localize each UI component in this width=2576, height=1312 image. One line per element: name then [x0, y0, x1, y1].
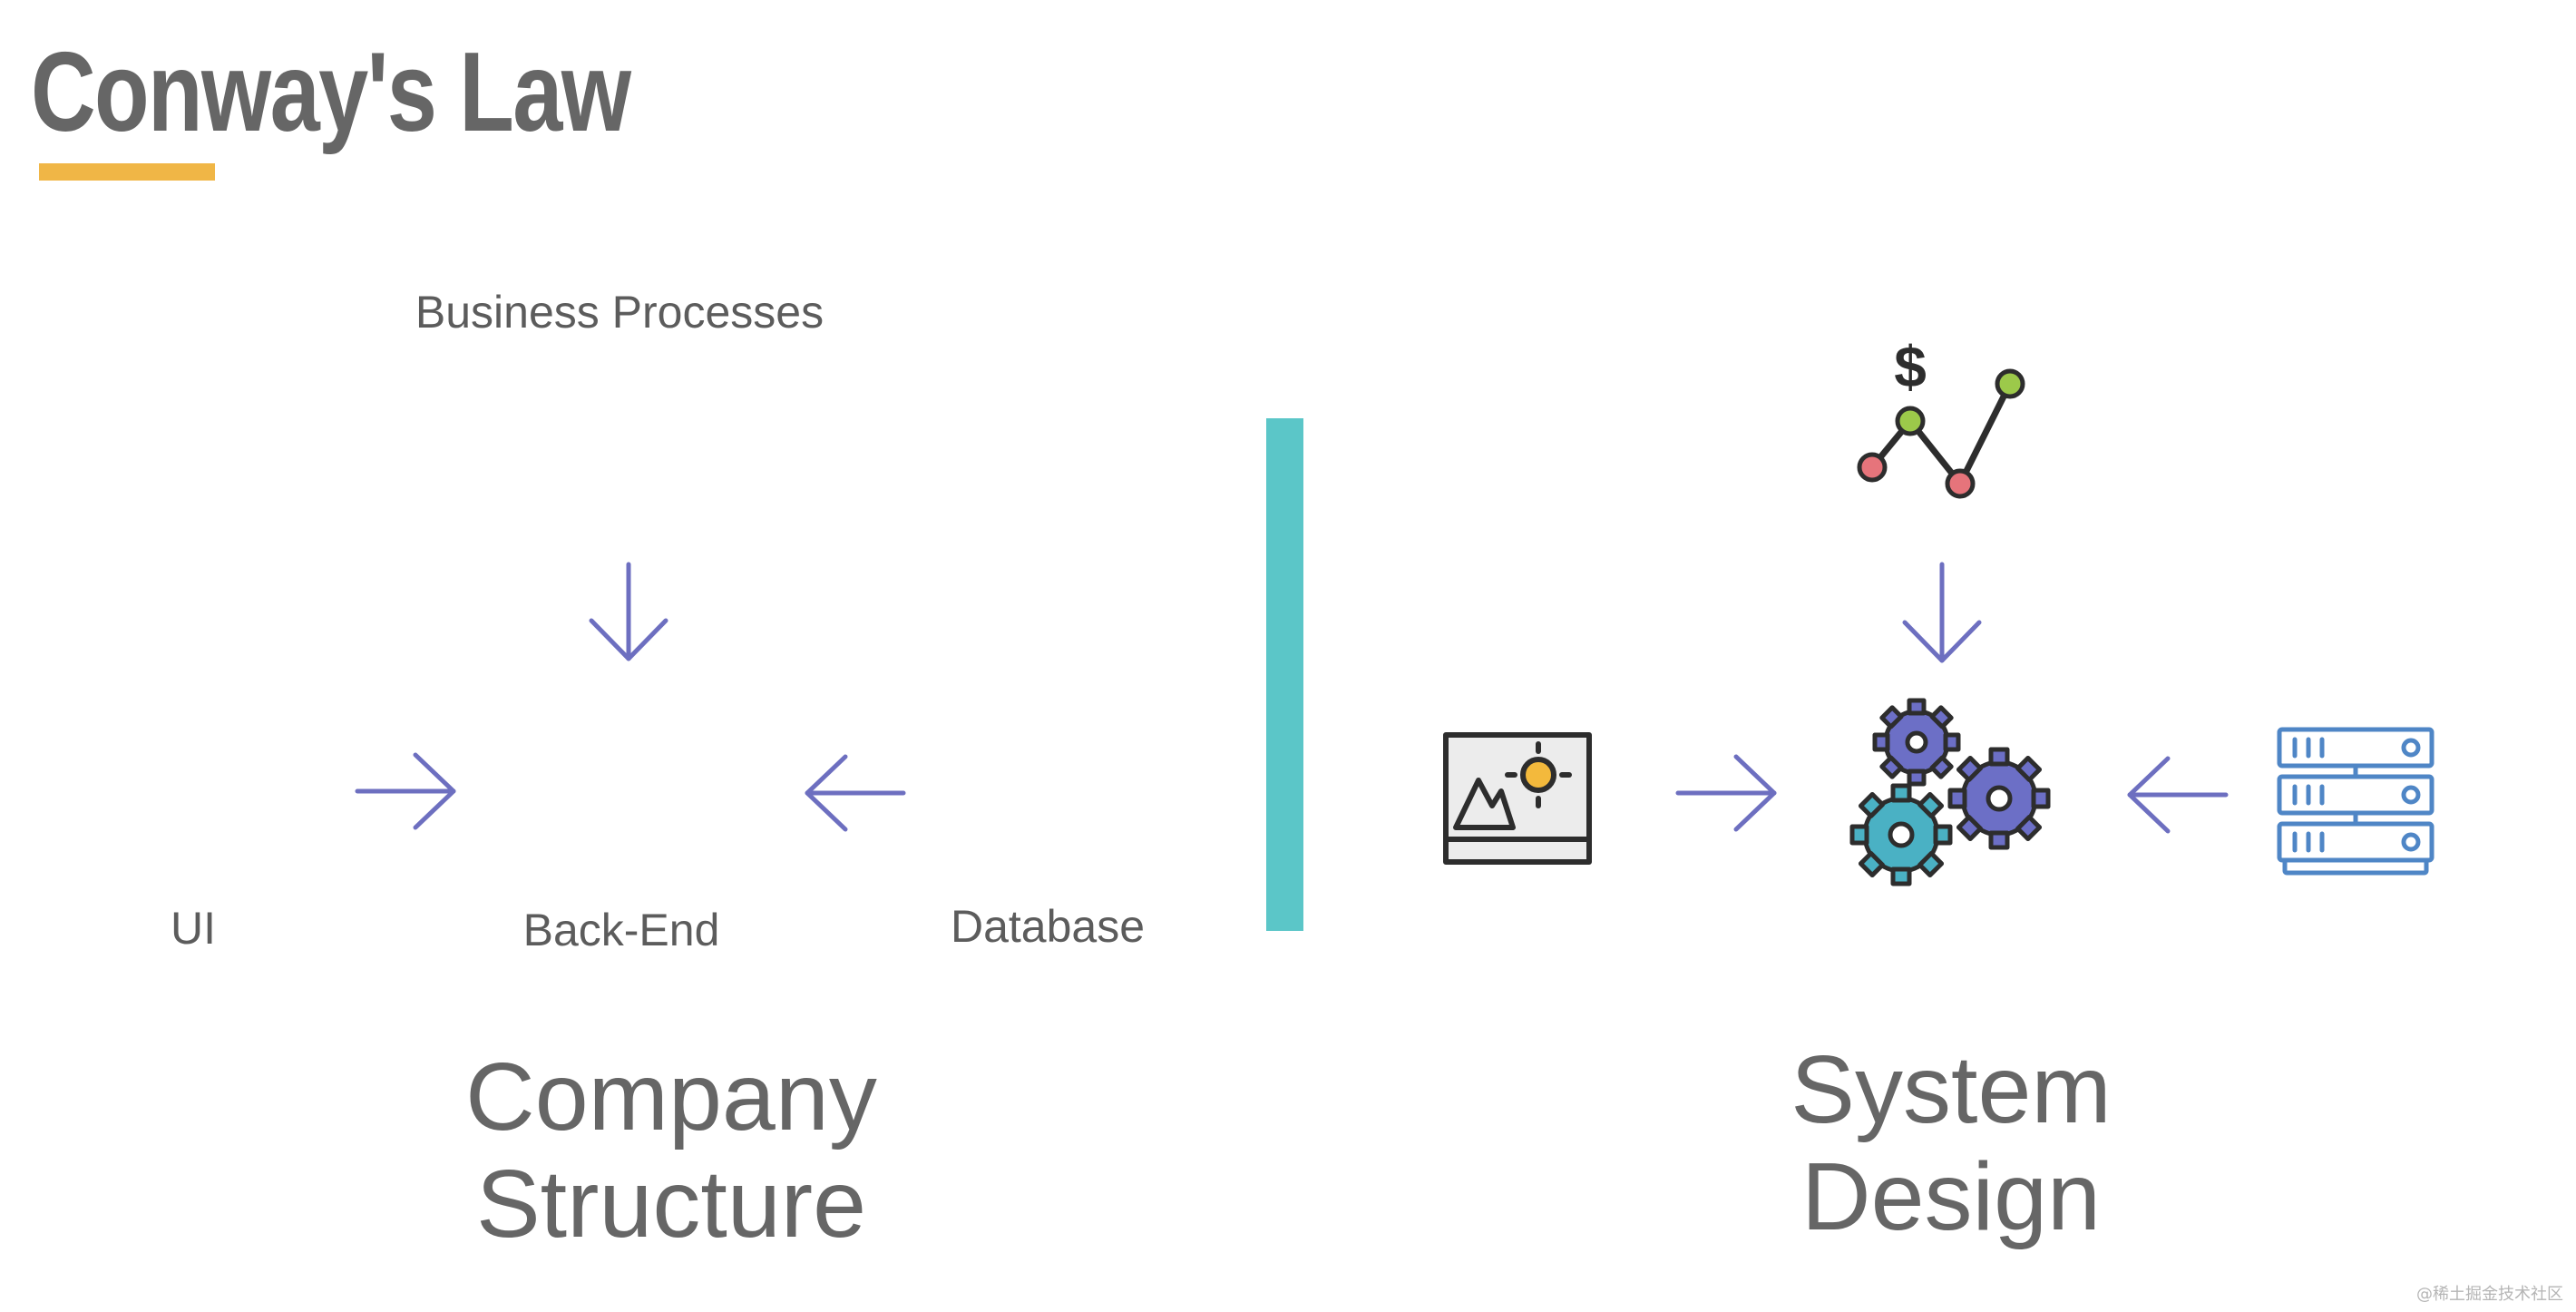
ui-label: UI	[171, 903, 216, 954]
arrow-left-icon	[805, 754, 906, 832]
arrow-down-icon	[589, 562, 668, 661]
line-chart-dollar-icon: $	[1857, 334, 2025, 499]
business-processes-label: Business Processes	[415, 287, 825, 338]
title-underline	[39, 163, 215, 181]
company-caption-line2: Structure	[475, 1150, 867, 1258]
company-caption-line1: Company	[465, 1043, 877, 1150]
database-label: Database	[950, 901, 1146, 952]
divider-bar	[1266, 418, 1303, 931]
arrow-down-icon	[1902, 562, 1982, 663]
page-title: Conway's Law	[31, 30, 631, 155]
image-frame-icon	[1443, 732, 1592, 865]
arrow-left-icon	[2127, 756, 2229, 834]
watermark: @稀土掘金技术社区	[2416, 1285, 2563, 1304]
server-rack-icon	[2277, 727, 2435, 876]
system-caption-line2: Design	[1801, 1143, 2101, 1250]
arrow-right-icon	[1675, 754, 1777, 832]
arrow-right-icon	[355, 752, 456, 830]
gears-icon	[1849, 698, 2051, 886]
backend-label: Back-End	[522, 905, 720, 955]
system-caption-line1: System	[1791, 1036, 2112, 1143]
dollar-symbol: $	[1894, 334, 1927, 399]
